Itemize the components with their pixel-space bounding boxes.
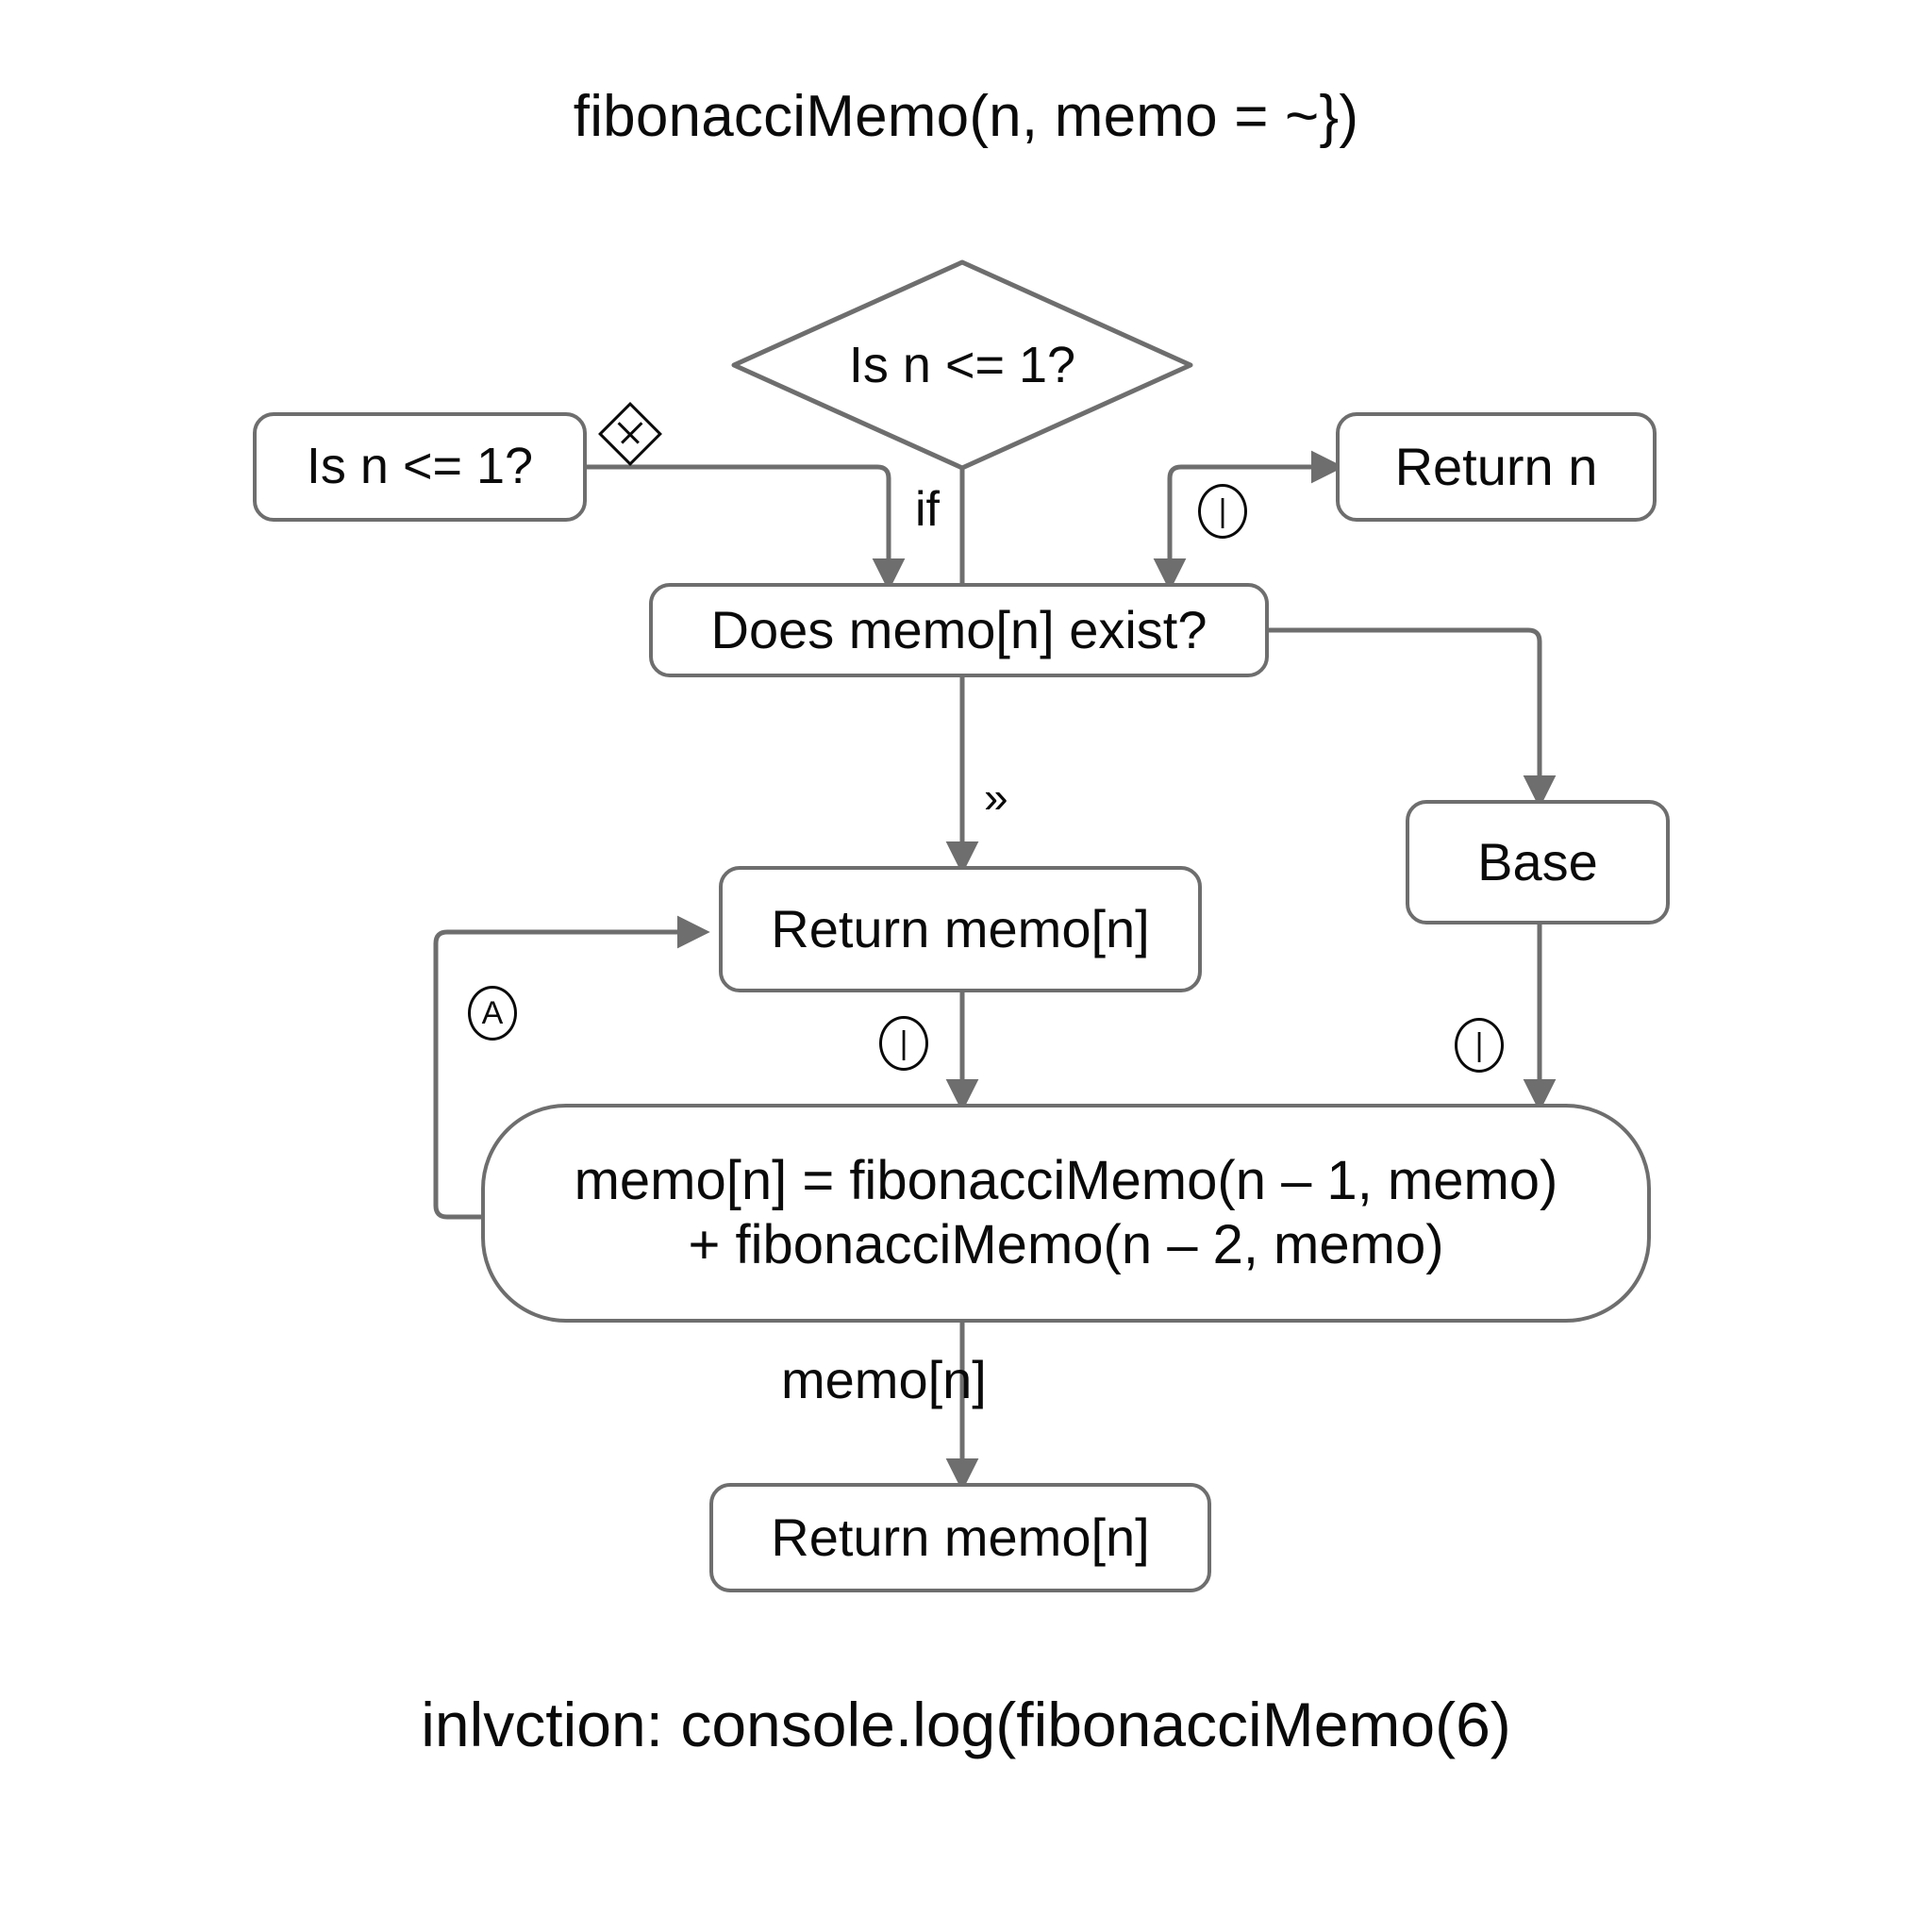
circle-a-glyph: A: [468, 986, 517, 1041]
circle-bar-top-icon: |: [1196, 484, 1249, 539]
circle-bar-mid-icon: |: [877, 1016, 930, 1071]
node-base-label: Base: [1477, 831, 1598, 891]
decision-node[interactable]: Is n <= 1?: [734, 262, 1191, 468]
node-return-memo-bottom-label: Return memo[n]: [771, 1507, 1150, 1567]
node-return-memo-bottom[interactable]: Return memo[n]: [709, 1483, 1211, 1592]
edge-memo-exists-to-base: [1269, 627, 1542, 774]
edge-branch-to-return-n: [1167, 464, 1313, 562]
diamond-plus-glyph: [598, 402, 662, 466]
circle-bar-mid-glyph: |: [879, 1016, 928, 1071]
node-base[interactable]: Base: [1406, 800, 1670, 924]
node-return-memo-mid[interactable]: Return memo[n]: [719, 866, 1202, 992]
edge-recursive-loopback: [433, 929, 675, 1220]
edge-label-if: if: [915, 482, 940, 537]
circle-bar-right-glyph: |: [1455, 1018, 1504, 1073]
node-memo-exists-label: Does memo[n] exist?: [710, 599, 1208, 659]
page-caption: inlvction: console.log(fibonacciMemo(6): [421, 1690, 1511, 1759]
node-return-n[interactable]: Return n: [1336, 412, 1657, 522]
node-is-n-le-1-label: Is n <= 1?: [306, 438, 534, 495]
circle-bar-right-icon: |: [1453, 1018, 1506, 1073]
diamond-plus-icon: [598, 402, 662, 466]
decision-node-label: Is n <= 1?: [848, 337, 1076, 393]
node-memo-exists[interactable]: Does memo[n] exist?: [649, 583, 1269, 677]
node-recursive-formula-line1: memo[n] = fibonacciMemo(n – 1, memo): [574, 1149, 1558, 1211]
node-recursive-formula[interactable]: memo[n] = fibonacciMemo(n – 1, memo) + f…: [481, 1104, 1651, 1323]
page-title: fibonacciMemo(n, memo = ~}): [573, 84, 1359, 149]
node-is-n-le-1-box[interactable]: Is n <= 1?: [253, 412, 587, 522]
node-return-memo-mid-label: Return memo[n]: [771, 898, 1150, 958]
edge-label-memo-n: memo[n]: [781, 1350, 987, 1409]
edge-leftbox-to-memo-exists: [587, 464, 891, 562]
circle-a-icon: A: [466, 986, 519, 1041]
edge-label-chevrons: »: [984, 773, 1008, 822]
node-return-n-label: Return n: [1394, 436, 1598, 496]
circle-bar-top-glyph: |: [1198, 484, 1247, 539]
node-recursive-formula-line2: + fibonacciMemo(n – 2, memo): [688, 1214, 1444, 1275]
